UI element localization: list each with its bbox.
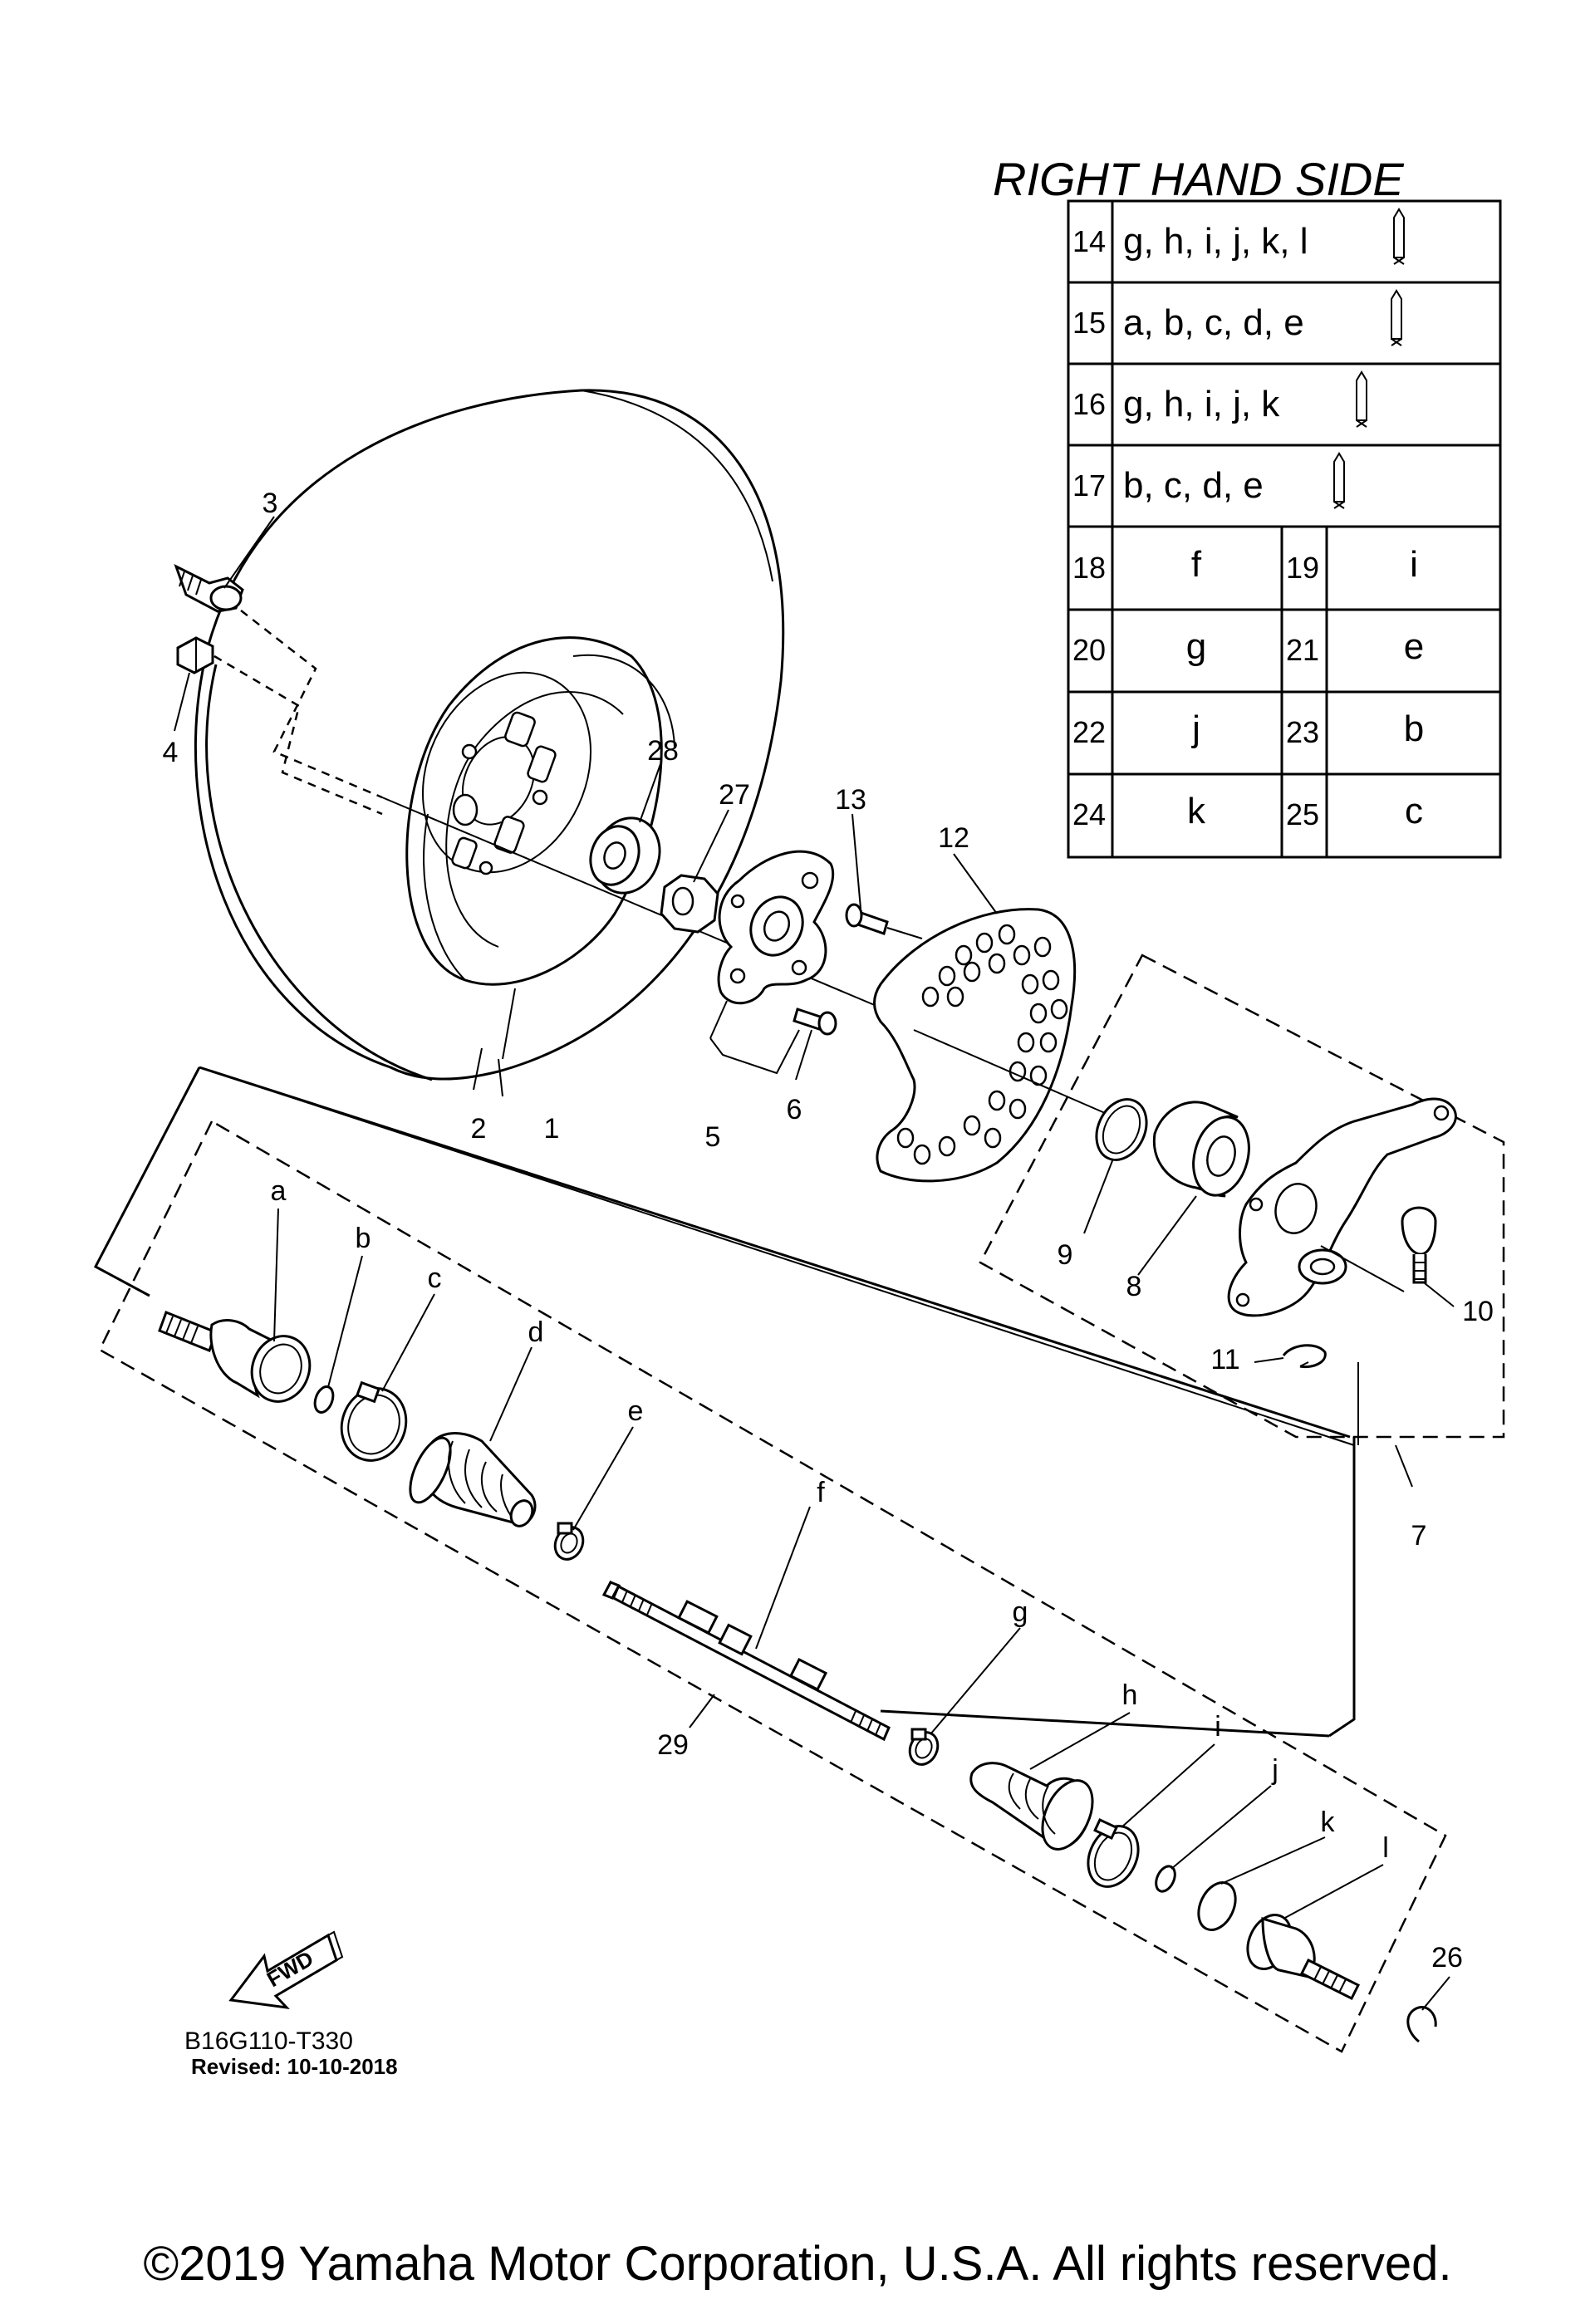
cv-joint-inner	[1246, 1914, 1361, 2001]
callout-e: e	[628, 1395, 644, 1427]
callout-12: 12	[938, 822, 969, 854]
callout-3: 3	[263, 488, 278, 519]
leader-lines	[174, 516, 1455, 2011]
circlip-26	[1406, 2006, 1437, 2043]
callout-11: 11	[1210, 1344, 1239, 1375]
callout-2: 2	[471, 1113, 487, 1145]
drive-shaft-enclosure	[98, 1120, 1447, 2053]
boot-band-c	[340, 1380, 408, 1462]
table-row-22-number: 22	[1072, 715, 1106, 749]
wheel-hub	[717, 850, 835, 1005]
ball-joint	[1401, 1206, 1437, 1284]
boot-clamp-e	[553, 1522, 585, 1561]
diagram-code: B16G110-T330	[184, 2027, 353, 2055]
cv-boot-d	[409, 1432, 537, 1527]
callout-27: 27	[719, 779, 750, 811]
boot-band-i	[1087, 1818, 1140, 1888]
callout-b: b	[356, 1223, 371, 1254]
table-row-19-part: i	[1410, 544, 1418, 585]
callout-26: 26	[1431, 1942, 1463, 1973]
valve-cap	[176, 636, 214, 674]
grease-tube-icon	[1391, 289, 1402, 346]
legend-table: RIGHT HAND SIDE 14 g, h, i, j, k, l 15 a…	[993, 153, 1502, 859]
callout-6: 6	[787, 1094, 802, 1125]
table-row-25-part: c	[1405, 791, 1423, 831]
table-row-14-parts: g, h, i, j, k, l	[1123, 221, 1308, 262]
callout-f: f	[817, 1477, 825, 1508]
callout-d: d	[528, 1316, 544, 1348]
axle-nut	[660, 874, 719, 934]
table-row-23-number: 23	[1286, 715, 1319, 749]
callout-1: 1	[544, 1113, 560, 1145]
circlip	[1095, 1098, 1148, 1161]
callout-h: h	[1122, 1679, 1138, 1711]
steering-knuckle	[1227, 1097, 1457, 1317]
tire-and-wheel	[194, 389, 785, 1081]
fwd-arrow-icon: FWD	[228, 1930, 344, 2010]
table-row-19-number: 19	[1286, 551, 1319, 585]
callout-a: a	[271, 1175, 287, 1207]
callout-k: k	[1321, 1807, 1336, 1838]
table-row-25-number: 25	[1286, 797, 1319, 831]
callout-28: 28	[647, 735, 679, 767]
wheel-bearing	[1152, 1101, 1250, 1198]
table-row-21-part: e	[1404, 626, 1424, 667]
table-row-24-part: k	[1187, 791, 1206, 831]
grease-tube-icon	[1393, 208, 1405, 265]
callout-c: c	[428, 1263, 442, 1294]
valve-stem	[174, 563, 244, 613]
copyright-notice: ©2019 Yamaha Motor Corporation, U.S.A. A…	[143, 2237, 1451, 2291]
callout-4: 4	[163, 737, 179, 768]
table-row-18-number: 18	[1072, 551, 1106, 585]
callout-5: 5	[705, 1121, 721, 1153]
snap-ring-j	[1155, 1865, 1176, 1893]
table-row-17-number: 17	[1072, 468, 1106, 503]
wheel-hub-collar	[589, 816, 661, 895]
callout-labels: 3 4 28 27 13 12 6 5 2 1 9 8 10 11 7 a b …	[163, 488, 1494, 1973]
table-row-20-number: 20	[1072, 633, 1106, 667]
table-row-15-parts: a, b, c, d, e	[1123, 302, 1304, 343]
brake-disc	[873, 908, 1077, 1183]
table-row-14-number: 14	[1072, 224, 1106, 258]
callout-l: l	[1382, 1832, 1389, 1864]
table-row-20-part: g	[1186, 626, 1206, 667]
table-title: RIGHT HAND SIDE	[993, 153, 1404, 205]
table-row-22-part: j	[1190, 708, 1200, 749]
table-row-16-parts: g, h, i, j, k	[1123, 384, 1280, 424]
revised-date: Revised: 10-10-2018	[191, 2054, 398, 2079]
cv-joint-outer	[158, 1311, 312, 1403]
callout-8: 8	[1126, 1271, 1142, 1302]
table-row-15-number: 15	[1072, 306, 1106, 340]
ball-joint-clip	[1282, 1344, 1327, 1369]
callout-13: 13	[835, 784, 866, 816]
disc-bolt	[845, 903, 889, 935]
fwd-label: FWD	[263, 1946, 317, 1993]
callout-j: j	[1271, 1754, 1278, 1786]
table-row-17-parts: b, c, d, e	[1123, 465, 1264, 506]
drive-shaft	[601, 1580, 891, 1742]
callout-i: i	[1215, 1711, 1221, 1743]
snap-ring-b	[313, 1385, 335, 1414]
table-row-24-number: 24	[1072, 797, 1106, 831]
boot-clamp-g	[908, 1728, 940, 1766]
table-row-23-part: b	[1404, 708, 1424, 749]
grease-tube-icon	[1356, 370, 1367, 428]
callout-9: 9	[1058, 1239, 1073, 1271]
callout-7: 7	[1411, 1520, 1427, 1552]
callout-29: 29	[657, 1729, 689, 1761]
callout-10: 10	[1462, 1296, 1494, 1327]
table-row-16-number: 16	[1072, 387, 1106, 421]
cv-boot-h	[969, 1762, 1094, 1851]
callout-g: g	[1013, 1596, 1028, 1628]
hub-stud-bolt	[793, 1008, 837, 1036]
table-row-21-number: 21	[1286, 633, 1319, 667]
rim-hub-face	[421, 671, 592, 875]
table-row-18-part: f	[1191, 544, 1202, 585]
o-ring-k	[1197, 1881, 1237, 1931]
grease-tube-icon	[1333, 452, 1345, 509]
